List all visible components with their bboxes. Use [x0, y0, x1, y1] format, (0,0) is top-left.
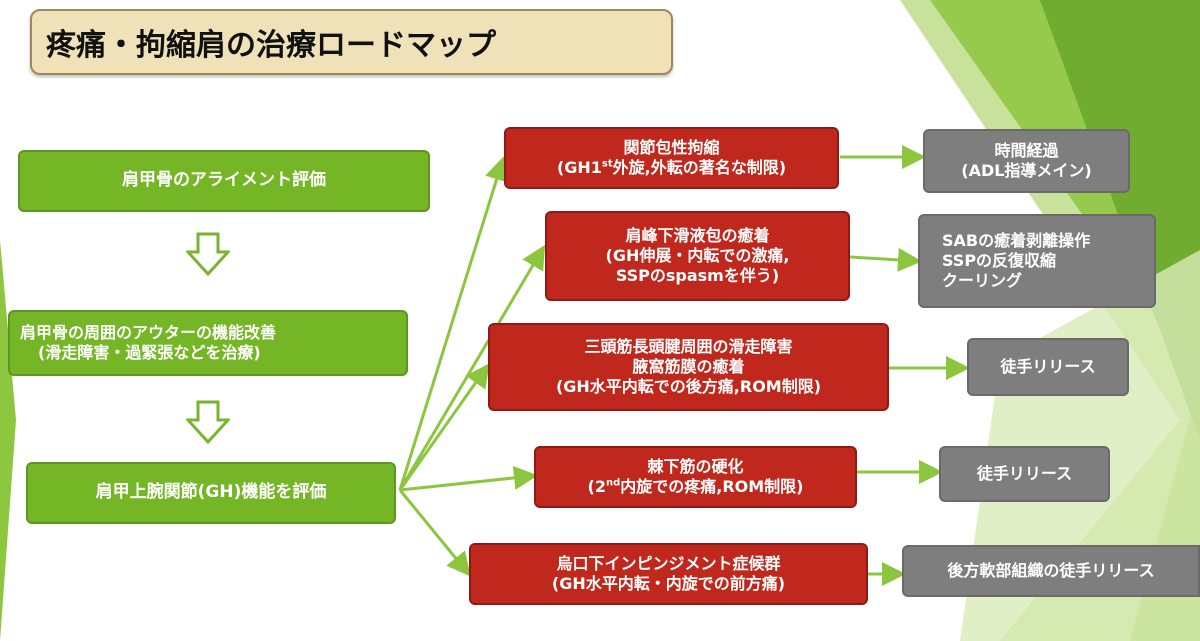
- bg-left-stripe: [0, 240, 16, 641]
- arrow-to-capsule: [398, 156, 509, 491]
- arrow-to-impingement: [398, 489, 471, 577]
- finding-subacromial-bursa-adhesion: 肩峰下滑液包の癒着 (GH伸展・内転での激痛, SSPのspasmを伴う): [545, 211, 850, 301]
- step-scapula-alignment: 肩甲骨のアライメント評価: [18, 150, 430, 212]
- page-title: 疼痛・拘縮肩の治療ロードマップ: [30, 9, 673, 75]
- step-outer-muscle-improvement: 肩甲骨の周囲のアウターの機能改善 (滑走障害・過緊張などを治療): [8, 310, 408, 376]
- treatment-manual-release-triceps: 徒手リリース: [967, 338, 1129, 396]
- step-gh-evaluation: 肩甲上腕関節(GH)機能を評価: [26, 462, 396, 524]
- treatment-sab-adhesiolysis: SABの癒着剥離操作 SSPの反復収縮 クーリング: [918, 214, 1156, 308]
- down-arrow-icon: [186, 232, 230, 276]
- bg-right-panel-pale: [960, 250, 1200, 641]
- arrow-bursa-treatment: [849, 247, 922, 272]
- finding-triceps-gliding-disorder: 三頭筋長頭腱周囲の滑走障害 腋窩筋膜の癒着 (GH水平内転での後方痛,ROM制限…: [488, 323, 889, 411]
- finding-capsular-contracture: 関節包性拘縮 (GH1st外旋,外転の著名な制限): [504, 127, 839, 189]
- finding-infraspinatus-stiffness: 棘下筋の硬化 (2nd内旋での疼痛,ROM制限): [534, 446, 857, 508]
- arrow-to-triceps: [398, 363, 490, 491]
- treatment-manual-release-infraspinatus: 徒手リリース: [939, 446, 1110, 502]
- down-arrow-icon: [186, 400, 230, 444]
- treatment-time-adl: 時間経過 (ADL指導メイン): [923, 129, 1130, 193]
- arrow-to-infraspinatus: [399, 465, 538, 492]
- finding-subcoracoid-impingement: 烏口下インピンジメント症候群 (GH水平内転・内旋での前方痛): [469, 543, 868, 605]
- treatment-posterior-soft-tissue-release: 後方軟部組織の徒手リリース: [902, 545, 1200, 597]
